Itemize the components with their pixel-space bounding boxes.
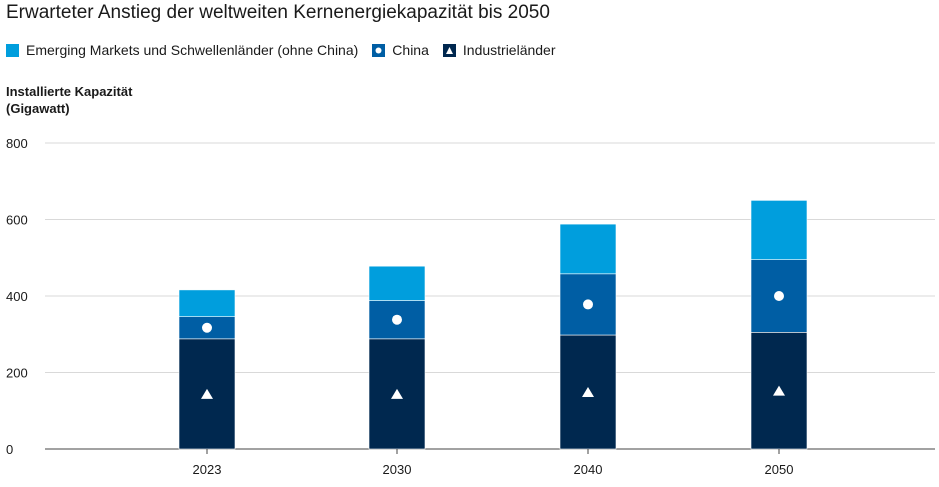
x-tick-label: 2050: [765, 462, 794, 477]
legend: Emerging Markets und Schwellenländer (oh…: [6, 42, 570, 58]
y-axis-label: Installierte Kapazität (Gigawatt): [6, 83, 132, 117]
y-tick-label: 400: [6, 289, 28, 304]
y-tick-label: 600: [6, 213, 28, 228]
x-tick-label: 2030: [383, 462, 412, 477]
triangle-icon: [445, 46, 453, 54]
y-axis-label-line-2: (Gigawatt): [6, 101, 70, 116]
bar-marker-triangle: [773, 385, 785, 396]
circle-icon: [375, 47, 382, 53]
y-tick-label: 200: [6, 366, 28, 381]
bar-segment: [178, 289, 236, 317]
legend-label-industrielaender: Industrieländer: [462, 42, 556, 58]
legend-item-emerging-markets: Emerging Markets und Schwellenländer (oh…: [6, 42, 358, 58]
y-tick-label: 800: [6, 136, 28, 151]
legend-swatch-china: [372, 43, 386, 57]
legend-swatch-industrielaender: [442, 43, 456, 57]
bar-marker-triangle: [391, 388, 403, 399]
bar-segment: [368, 265, 426, 301]
bar-marker-circle: [202, 322, 212, 333]
bar-marker-circle: [583, 299, 593, 310]
y-tick-label: 0: [6, 442, 13, 457]
x-tick-label: 2023: [193, 462, 222, 477]
bar-marker-triangle: [201, 388, 213, 399]
legend-label-emerging-markets: Emerging Markets und Schwellenländer (oh…: [26, 42, 359, 58]
bar-segment: [559, 223, 617, 275]
y-axis-label-line-1: Installierte Kapazität: [6, 84, 133, 99]
bar-marker-circle: [392, 314, 402, 325]
chart-title: Erwarteter Anstieg der weltweiten Kernen…: [6, 2, 550, 23]
legend-item-china: China: [372, 42, 429, 58]
bar-marker-triangle: [582, 387, 594, 398]
bar-segment: [750, 200, 808, 260]
x-tick-label: 2040: [574, 462, 603, 477]
legend-swatch-emerging-markets: [6, 43, 19, 57]
bar-marker-circle: [774, 291, 784, 301]
legend-label-china: China: [392, 42, 429, 58]
legend-item-industrielaender: Industrieländer: [442, 42, 556, 58]
